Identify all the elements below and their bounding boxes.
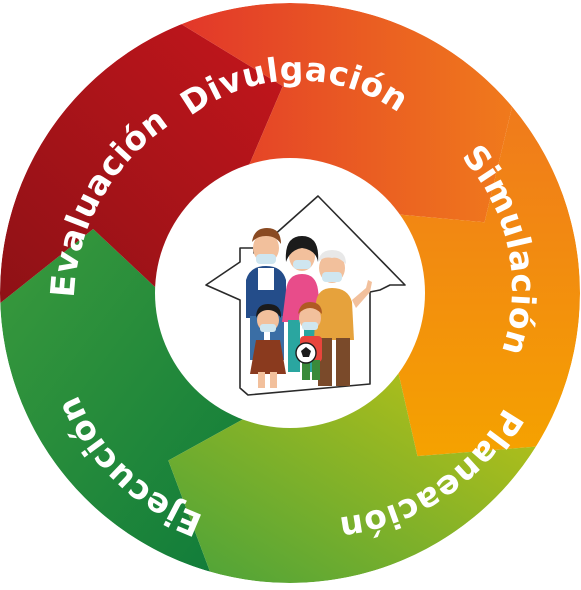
grandfather-figure-icon [314,250,372,386]
house-outline-icon [205,195,406,396]
soccer-ball-icon [295,342,317,364]
house-family-icon [205,195,406,396]
segment-ejecucion [0,229,256,572]
segment-simulacion [384,106,580,457]
segment-evaluacion [0,24,283,304]
girl-figure-icon [250,304,286,388]
